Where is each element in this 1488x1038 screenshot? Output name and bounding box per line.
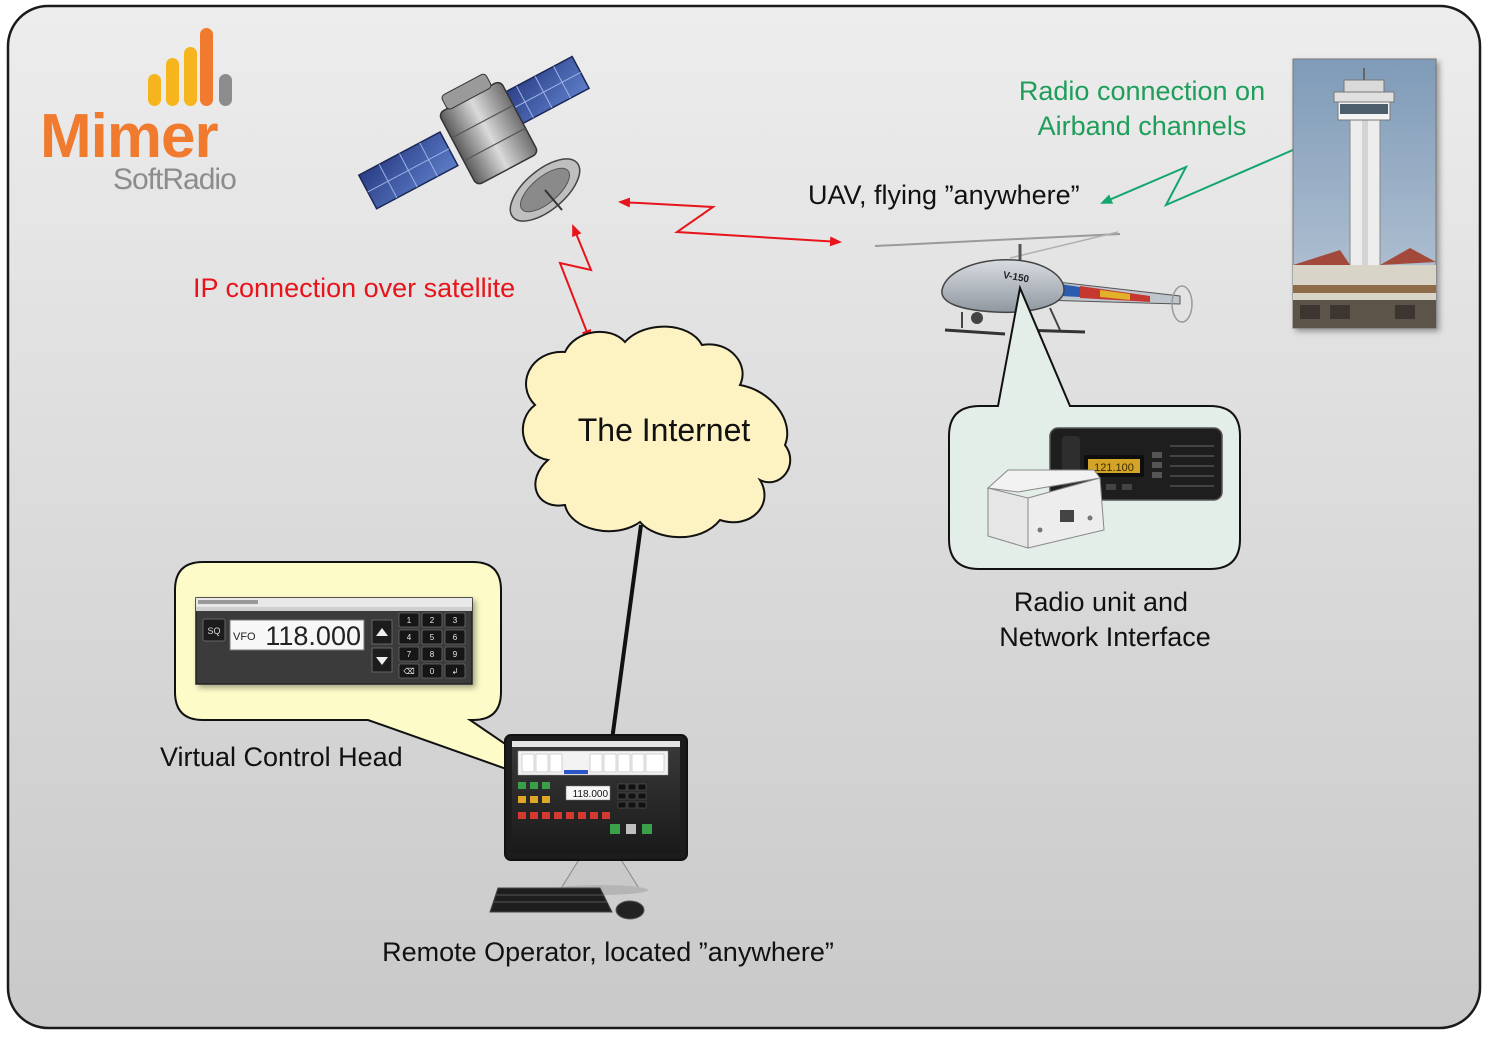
radio-unit-label-line2: Network Interface [999, 622, 1211, 652]
squelch-button-label: SQ [207, 626, 220, 636]
keypad-key-label: 8 [430, 650, 435, 659]
keypad-key[interactable] [421, 663, 443, 679]
satellite-internet-link [558, 224, 593, 342]
control-head-panel: SQ VFO 118.000 1 2 3 4 5 6 7 8 9 ⌫ 0 ↲ [195, 597, 473, 685]
mimer-softradio-logo: Mimer SoftRadio [40, 28, 237, 196]
keypad-key-label: 2 [430, 616, 435, 625]
vfo-display [229, 619, 365, 651]
internet-computer-link [610, 524, 643, 741]
radio-unit-callout: 121.100 [948, 284, 1241, 570]
vfo-label: VFO [233, 631, 256, 643]
radio-connection-label-line1: Radio connection on [1019, 76, 1265, 106]
logo-product-text: SoftRadio [113, 163, 236, 196]
internet-cloud: The Internet [521, 325, 792, 539]
keypad-key-label: 1 [407, 616, 412, 625]
virtual-control-head-callout: SQ VFO 118.000 1 2 3 4 5 6 7 8 9 ⌫ 0 ↲ [174, 561, 581, 796]
keypad-key-label: 4 [407, 633, 412, 642]
keypad-key-label: 3 [453, 616, 458, 625]
keypad-key[interactable] [444, 646, 466, 662]
keypad-key-label: 0 [430, 667, 435, 676]
remote-operator-computer-icon: 118.000 [489, 734, 688, 920]
keypad-key[interactable] [398, 646, 420, 662]
down-arrow-icon [376, 657, 388, 665]
keypad-key-label: 6 [453, 633, 458, 642]
keypad-key-label: ⌫ [403, 667, 414, 676]
squelch-button[interactable] [202, 618, 226, 642]
remote-operator-label: Remote Operator, located ”anywhere” [382, 937, 834, 967]
ip-connection-label: IP connection over satellite [193, 273, 515, 303]
radio-connection-label-line2: Airband channels [1038, 111, 1247, 141]
radio-unit-label-line1: Radio unit and [1014, 587, 1188, 617]
keypad: 1 2 3 4 5 6 7 8 9 ⌫ 0 ↲ [398, 612, 466, 679]
keypad-key[interactable] [421, 646, 443, 662]
uav-helicopter-icon: V-150 [874, 231, 1193, 336]
logo-brand-text: Mimer [40, 102, 218, 171]
uav-marking-text: V-150 [1002, 270, 1030, 285]
keypad-key[interactable] [444, 612, 466, 628]
keypad-key[interactable] [398, 629, 420, 645]
vfo-frequency: 118.000 [265, 621, 361, 651]
keypad-key[interactable] [398, 663, 420, 679]
uav-label: UAV, flying ”anywhere” [808, 180, 1080, 210]
up-arrow-icon [376, 628, 388, 636]
keypad-key-label: ↲ [452, 667, 459, 676]
satellite-icon [357, 55, 591, 222]
keypad-key-label: 5 [430, 633, 435, 642]
keypad-key[interactable] [444, 629, 466, 645]
control-tower-photo [1292, 58, 1437, 329]
internet-label: The Internet [578, 412, 751, 448]
network-interface-icon [986, 469, 1105, 549]
radio-display-frequency: 121.100 [1094, 462, 1134, 474]
virtual-head-label: Virtual Control Head [160, 742, 403, 772]
satellite-uav-link [618, 197, 842, 247]
keypad-key-label: 9 [453, 650, 458, 659]
keypad-key[interactable] [444, 663, 466, 679]
tower-uav-link [1100, 139, 1318, 208]
keypad-key-label: 7 [407, 650, 412, 659]
signal-bars-icon [148, 28, 232, 106]
monitor-frequency: 118.000 [573, 789, 609, 800]
keypad-key[interactable] [421, 629, 443, 645]
keypad-key[interactable] [398, 612, 420, 628]
keypad-key[interactable] [421, 612, 443, 628]
